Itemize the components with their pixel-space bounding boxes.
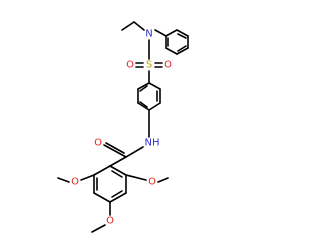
bond-line bbox=[137, 82, 150, 90]
bond-line bbox=[121, 21, 135, 31]
molecule-structure-diagram: N S O O NH O O O O bbox=[57, 21, 189, 233]
bond-line bbox=[109, 192, 127, 203]
bond-line bbox=[157, 177, 169, 183]
bond-line bbox=[165, 47, 178, 55]
bond-line bbox=[177, 45, 187, 52]
bond-line bbox=[57, 177, 70, 183]
bond-line bbox=[109, 156, 127, 167]
bond-line bbox=[154, 29, 167, 37]
bond-line bbox=[139, 101, 148, 108]
bond-line bbox=[125, 146, 144, 158]
methoxy-o-bottom-label: O bbox=[106, 216, 114, 227]
amide-nh-label: NH bbox=[145, 138, 160, 149]
methoxy-o-left-label: O bbox=[71, 177, 79, 188]
sulfonamide-n-label: N bbox=[145, 29, 152, 40]
bond-line bbox=[148, 102, 161, 111]
bond-line bbox=[93, 165, 111, 176]
bond-line bbox=[165, 29, 178, 37]
bond-line bbox=[139, 85, 148, 92]
bond-line bbox=[125, 174, 147, 181]
bond-line bbox=[148, 82, 161, 90]
sulfonyl-o-left-label: O bbox=[126, 60, 134, 71]
bond-line bbox=[105, 142, 125, 154]
bond-line bbox=[109, 165, 127, 176]
bond-line bbox=[137, 102, 150, 111]
bond-line bbox=[133, 21, 145, 31]
bond-line bbox=[176, 29, 189, 37]
methoxy-o-right-label: O bbox=[148, 177, 156, 188]
bond-line bbox=[111, 170, 123, 178]
bond-line bbox=[111, 190, 123, 198]
bond-line bbox=[91, 224, 106, 233]
sulfonyl-s-label: S bbox=[146, 60, 152, 71]
sulfonyl-o-right-label: O bbox=[164, 60, 172, 71]
bond-line bbox=[103, 144, 127, 158]
atom-labels: N S O O NH O O O O bbox=[71, 29, 172, 227]
bond-line bbox=[176, 47, 189, 55]
carbonyl-o-label: O bbox=[94, 138, 102, 149]
bond-lines bbox=[57, 21, 189, 233]
bond-line bbox=[93, 192, 111, 203]
bond-line bbox=[177, 33, 187, 39]
bond-line bbox=[80, 174, 95, 181]
